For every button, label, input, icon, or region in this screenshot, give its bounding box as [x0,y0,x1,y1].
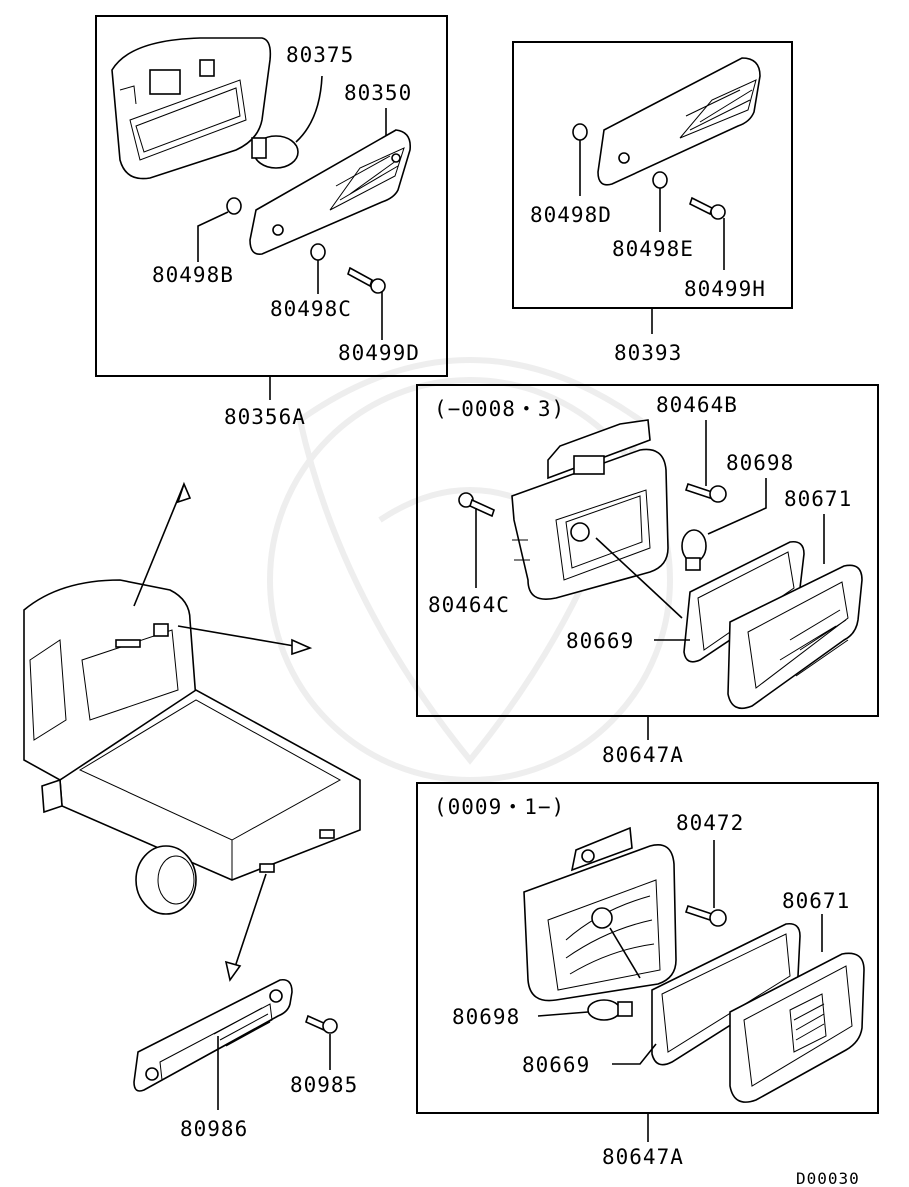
label-date-range-early: (−0008・3) [434,397,565,421]
label-80671-early: 80671 [784,487,852,511]
arrow-head-80356A [176,481,192,504]
label-date-range-late: (0009・1−) [434,795,565,819]
part-housing-80647A-late[interactable] [523,826,677,1002]
part-grommet-80498D[interactable] [572,123,588,141]
part-screw-80472[interactable] [684,904,727,927]
leader-80669-late [612,1043,657,1065]
arrow-to-80986 [231,873,267,977]
label-80498B: 80498B [152,263,234,287]
label-80985: 80985 [290,1073,358,1097]
part-lens-80393[interactable] [597,57,761,186]
part-bulb-80698-early[interactable] [681,529,707,571]
label-80986: 80986 [180,1117,248,1141]
part-screw-80464C[interactable] [458,492,495,518]
label-80375: 80375 [286,43,354,67]
arrow-to-80356A [133,483,185,607]
part-screw-80985[interactable] [305,1014,338,1034]
label-80393: 80393 [614,341,682,365]
part-bulb-80698-late[interactable] [587,999,633,1021]
label-80669-early: 80669 [566,629,634,653]
leader-80698-early [707,478,767,535]
label-80472: 80472 [676,811,744,835]
arrow-head-80647A [291,638,313,656]
part-grommet-80498B[interactable] [226,197,242,215]
label-80698-late: 80698 [452,1005,520,1029]
group-80356A: 80375 80350 80498B 80498C 80499D 80356A [95,15,448,429]
part-lens-80671-early[interactable] [727,564,863,710]
group-80647A-late: (0009・1−) [416,782,879,1169]
label-80498C: 80498C [270,297,352,321]
part-grommet-80498E[interactable] [652,171,668,189]
label-80464B: 80464B [656,393,738,417]
arrow-to-80647A [177,625,307,649]
part-housing-80356A[interactable] [111,37,272,180]
part-screw-80499D[interactable] [347,266,386,294]
part-screw-80499H[interactable] [689,196,726,220]
label-80350: 80350 [344,81,412,105]
label-80464C: 80464C [428,593,510,617]
part-bulb-80375[interactable] [251,135,299,169]
label-80647A-early: 80647A [602,743,684,767]
truck-illustration[interactable] [23,481,361,982]
leader-80698-late [537,1011,589,1017]
leader-80375 [295,75,323,143]
part-grommet-80498C[interactable] [310,243,326,261]
part-lens-80350[interactable] [249,129,412,256]
leader-80698-bulb-line-early [595,537,683,619]
label-80498D: 80498D [530,203,612,227]
group-frame-80356A [95,15,448,377]
arrow-head-80986 [224,960,242,982]
group-80647A-early: (−0008・3) [416,384,879,767]
part-lens-80671-late[interactable] [729,952,865,1103]
part-screw-80464B[interactable] [684,482,727,503]
label-80499H: 80499H [684,277,766,301]
leader-80698-bulb-line-late [609,927,641,979]
label-80698-early: 80698 [726,451,794,475]
diagram-code: D00030 [796,1169,860,1187]
label-80647A-late: 80647A [602,1145,684,1169]
leader-80498B [197,211,229,262]
label-80669-late: 80669 [522,1053,590,1077]
part-reflector-80986[interactable] [133,978,293,1092]
group-80393: 80498D 80498E 80499H 80393 [512,41,793,365]
label-80498E: 80498E [612,237,694,261]
label-80671-late: 80671 [782,889,850,913]
part-housing-80647A-early[interactable] [511,419,669,600]
label-80499D: 80499D [338,341,420,365]
label-80356A: 80356A [224,405,306,429]
